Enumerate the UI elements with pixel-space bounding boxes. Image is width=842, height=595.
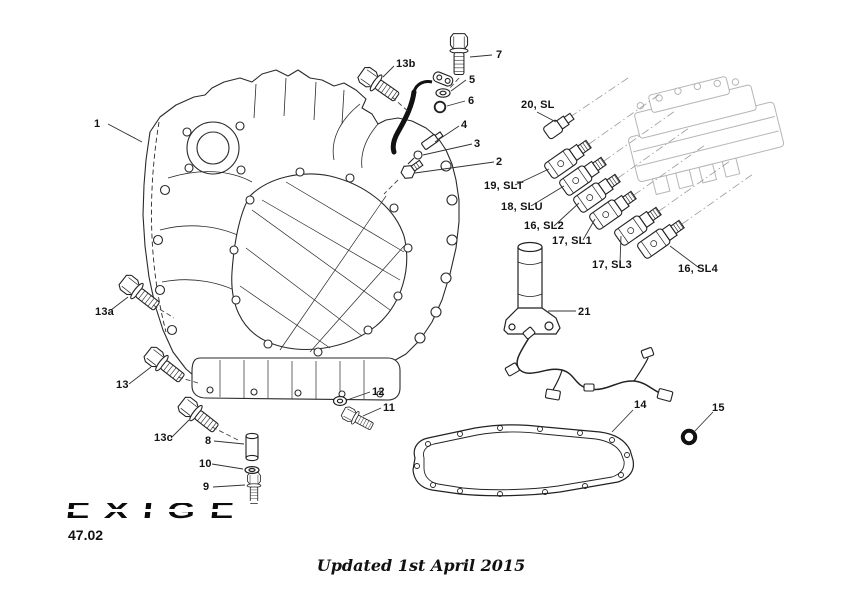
callout-15: 15 <box>712 402 725 414</box>
callout-7: 7 <box>496 49 503 61</box>
section-number: 47.02 <box>68 527 104 543</box>
bolt-7-drawing <box>449 33 469 76</box>
plug-11-drawing <box>339 404 376 434</box>
filter-21-drawing <box>503 241 561 335</box>
spacer-8-drawing <box>245 432 259 462</box>
callout-17-sl3: 17, SL3 <box>592 259 632 271</box>
logo-stripe-icon <box>66 509 262 512</box>
callout-5: 5 <box>469 74 476 86</box>
callout-20-sl: 20, SL <box>521 99 555 111</box>
bolt-13c-drawing <box>175 393 223 437</box>
harness-drawing <box>504 326 674 402</box>
callout-14: 14 <box>634 399 647 411</box>
callout-19-slt: 19, SLT <box>484 180 524 192</box>
callout-11: 11 <box>383 402 396 414</box>
insertion-lines <box>152 77 460 441</box>
washer-5-drawing <box>435 88 451 98</box>
leader-lines <box>107 54 714 488</box>
callout-13c: 13c <box>154 432 173 444</box>
solenoid-20-sl-drawing <box>543 112 575 140</box>
callout-6: 6 <box>468 95 475 107</box>
washer-12-drawing <box>332 395 348 407</box>
callout-18-slu: 18, SLU <box>501 201 543 213</box>
fitting-3-drawing <box>407 150 423 165</box>
callout-9: 9 <box>203 481 210 493</box>
transmission-case-drawing <box>142 69 460 401</box>
callout-13b: 13b <box>396 58 416 70</box>
callout-1: 1 <box>94 118 101 130</box>
gasket-14-drawing <box>412 424 635 497</box>
callout-21: 21 <box>578 306 591 318</box>
clamp-drawing <box>432 71 454 87</box>
oring-15-drawing <box>680 428 698 446</box>
callout-17-sl1: 17, SL1 <box>552 235 592 247</box>
valve-body-drawing <box>628 76 785 196</box>
callout-3: 3 <box>474 138 481 150</box>
footer-note: Updated 1st April 2015 <box>316 556 526 575</box>
callout-10: 10 <box>199 458 212 470</box>
oring-6-drawing <box>433 100 447 114</box>
callout-4: 4 <box>461 119 468 131</box>
logo-stripe2-icon <box>66 501 262 503</box>
callout-8: 8 <box>205 435 212 447</box>
projection-lines <box>569 77 754 225</box>
washer-10-drawing <box>244 466 260 475</box>
callout-16-sl4: 16, SL4 <box>678 263 718 275</box>
callout-2: 2 <box>496 156 503 168</box>
exige-logo: EXIGE <box>65 492 276 524</box>
callout-16-sl2: 16, SL2 <box>524 220 564 232</box>
fitting-2-drawing <box>400 159 424 179</box>
callout-13: 13 <box>116 379 129 391</box>
callout-12: 12 <box>372 386 385 398</box>
oil-pipe-drawing <box>390 80 433 155</box>
fitting-4-drawing <box>421 131 444 150</box>
callout-13a: 13a <box>95 306 114 318</box>
